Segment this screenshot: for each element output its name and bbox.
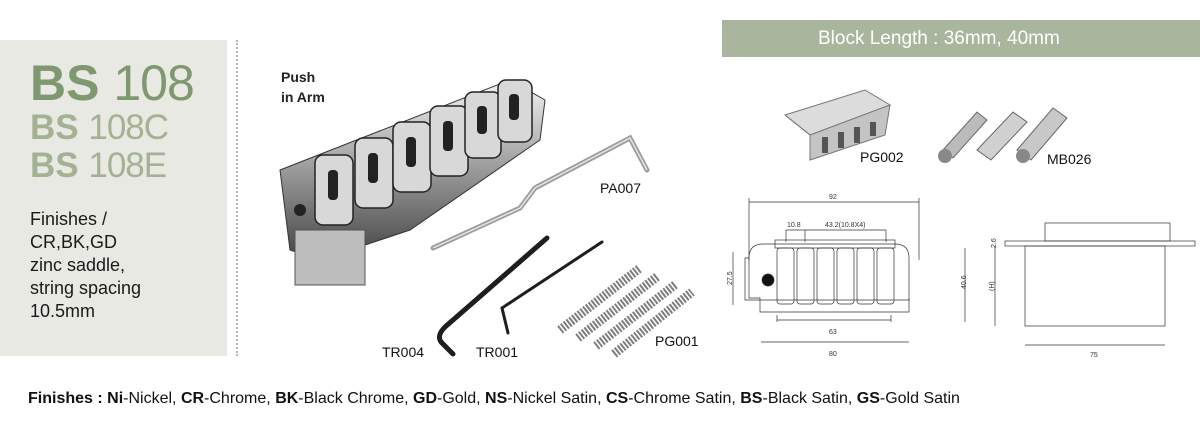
model-number: 108E xyxy=(88,146,167,185)
model-number: 108C xyxy=(88,108,169,147)
model-prefix: BS xyxy=(30,146,79,185)
dim-10-8: 10.8 xyxy=(787,222,801,229)
pa007-label: PA007 xyxy=(600,180,641,196)
spec-line: CR,BK,GD xyxy=(30,232,118,252)
bridge-photo xyxy=(279,79,546,286)
tr004-label: TR004 xyxy=(382,344,425,360)
model-info-panel: BS 108 BS 108C BS 108E Finishes / CR,BK,… xyxy=(0,40,227,356)
finish-code: GS xyxy=(856,390,880,407)
dim-80: 80 xyxy=(829,351,837,358)
mounting-bolts-mb026 xyxy=(938,107,1068,163)
finish-name: -Gold, xyxy=(437,390,481,407)
model-prefix: BS xyxy=(30,55,100,111)
technical-drawing-top-view: 92 10.8 43.2(10.8X4) 27.5 40.6 63 80 xyxy=(727,194,968,358)
finish-name: -Black Chrome, xyxy=(298,390,409,407)
model-name-bs108c: BS 108C xyxy=(30,108,169,147)
finishes-heading: Finishes : xyxy=(28,390,103,407)
model-number: 108 xyxy=(113,55,194,111)
dim-43-2: 43.2(10.8X4) xyxy=(825,222,865,229)
springs-pg001 xyxy=(557,264,695,358)
finish-name: -Chrome Satin, xyxy=(628,390,736,407)
finish-code: CR xyxy=(180,390,205,407)
finish-name: -Gold Satin xyxy=(879,390,960,407)
technical-drawing-side-view: 2.6 (H) 75 xyxy=(989,222,1196,359)
tremolo-arm-pa007 xyxy=(430,134,650,251)
finish-code: GD xyxy=(413,390,437,407)
spec-line: 10.5mm xyxy=(30,301,96,321)
dim-40-6: 40.6 xyxy=(961,275,968,289)
finish-name: -Nickel Satin, xyxy=(507,390,602,407)
push-in-arm-callout: Push in Arm xyxy=(281,67,325,107)
dotted-divider xyxy=(236,40,238,356)
tr001-label: TR001 xyxy=(476,344,519,360)
spec-line: zinc saddle, xyxy=(30,255,126,275)
model-name-bs108: BS 108 xyxy=(30,55,195,111)
dim-92: 92 xyxy=(829,194,837,201)
spec-line: Finishes / xyxy=(30,209,108,229)
hex-wrench-tr004 xyxy=(437,235,550,357)
finish-code: BS xyxy=(740,390,763,407)
spec-list: Finishes / CR,BK,GD zinc saddle, string … xyxy=(30,208,220,323)
model-name-bs108e: BS 108E xyxy=(30,146,167,185)
callout-text: in Arm xyxy=(281,89,325,105)
block-length-text: Block Length : 36mm, 40mm xyxy=(818,27,1060,49)
finish-code: Ni xyxy=(107,390,124,407)
pg001-label: PG001 xyxy=(655,333,699,349)
spec-line: string spacing xyxy=(30,278,142,298)
dim-27-5: 27.5 xyxy=(727,271,734,285)
pg002-label: PG002 xyxy=(860,149,904,165)
finish-name: -Chrome, xyxy=(204,390,271,407)
finish-name: -Nickel, xyxy=(123,390,177,407)
dim-63: 63 xyxy=(829,329,837,336)
hex-wrench-tr001 xyxy=(500,240,604,335)
model-prefix: BS xyxy=(30,108,79,147)
callout-text: Push xyxy=(281,69,316,85)
finish-name: -Black Satin, xyxy=(762,390,853,407)
dim-75: 75 xyxy=(1090,352,1098,359)
spring-claw-pg002 xyxy=(783,89,892,161)
dim-h: (H) xyxy=(989,281,996,291)
mb026-label: MB026 xyxy=(1047,151,1092,167)
block-length-banner: Block Length : 36mm, 40mm xyxy=(722,20,1200,57)
finishes-legend: Finishes : Ni-Nickel, CR-Chrome, BK-Blac… xyxy=(28,390,960,408)
finish-code: BK xyxy=(275,390,299,407)
finish-code: NS xyxy=(485,390,508,407)
dim-2-6: 2.6 xyxy=(991,238,998,248)
finish-code: CS xyxy=(605,390,629,407)
